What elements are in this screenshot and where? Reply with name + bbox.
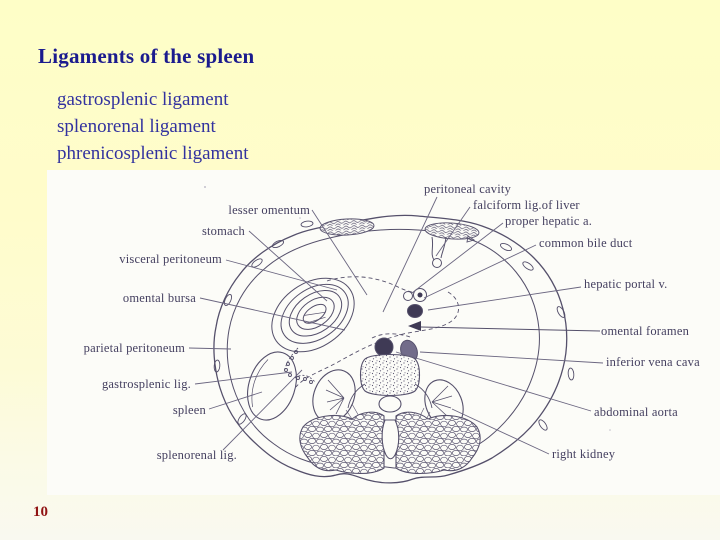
falciform-ligament: [431, 236, 447, 268]
aorta-shape: [374, 337, 394, 357]
ligament-list: gastrosplenic ligament splenorenal ligam…: [57, 86, 249, 167]
rectus-muscles: [319, 218, 480, 243]
anatomy-figure: [47, 170, 720, 495]
leader-lines: [188, 196, 604, 455]
list-item-splenorenal: splenorenal ligament: [57, 116, 216, 137]
figure-label-gastrosplenic-lig: gastrosplenic lig.: [101, 377, 191, 391]
figure-label-abdominal-aorta: abdominal aorta: [594, 405, 678, 419]
list-item-gastrosplenic: gastrosplenic ligament: [57, 89, 229, 110]
figure-label-splenorenal-lig: splenorenal lig.: [156, 448, 237, 462]
figure-label-inferior-vena-cava: inferior vena cava: [606, 355, 700, 369]
vertebra-shape: [345, 353, 433, 425]
stomach-shape: [271, 277, 355, 353]
figure-label-hepatic-portal-v: hepatic portal v.: [584, 277, 668, 291]
figure-label-right-kidney: right kidney: [552, 447, 616, 461]
omental-foramen-arrow: [408, 321, 601, 332]
figure-label-falciform-lig: falciform lig.of liver: [473, 198, 580, 212]
spleen-shape: [247, 351, 297, 421]
figure-label-common-bile-duct: common bile duct: [539, 236, 633, 250]
scan-specks: [204, 186, 611, 431]
figure-label-omental-bursa: omental bursa: [122, 291, 196, 305]
figure-label-parietal-peritoneum: parietal peritoneum: [83, 341, 185, 355]
cross-section-drawing: [188, 186, 611, 484]
figure-label-peritoneal-cavity: peritoneal cavity: [424, 182, 512, 196]
list-item-phrenicosplenic: phrenicosplenic ligament: [57, 143, 249, 164]
portal-triad: [403, 288, 427, 318]
slide-title: Ligaments of the spleen: [38, 44, 255, 68]
figure-label-omental-foramen: omental foramen: [601, 324, 690, 338]
page-number: 10: [33, 504, 48, 520]
back-muscle-mass: [299, 411, 481, 475]
figure-label-spleen: spleen: [172, 403, 206, 417]
body-wall-vessels: [213, 220, 575, 431]
figure-label-lesser-omentum: lesser omentum: [228, 203, 310, 217]
gastrosplenic-ligament-beads: [283, 347, 316, 384]
figure-label-proper-hepatic-a: proper hepatic a.: [505, 214, 593, 228]
figure-label-visceral-peritoneum: visceral peritoneum: [119, 252, 222, 266]
figure-label-stomach: stomach: [201, 224, 245, 238]
omental-bursa-outline: [295, 276, 459, 388]
